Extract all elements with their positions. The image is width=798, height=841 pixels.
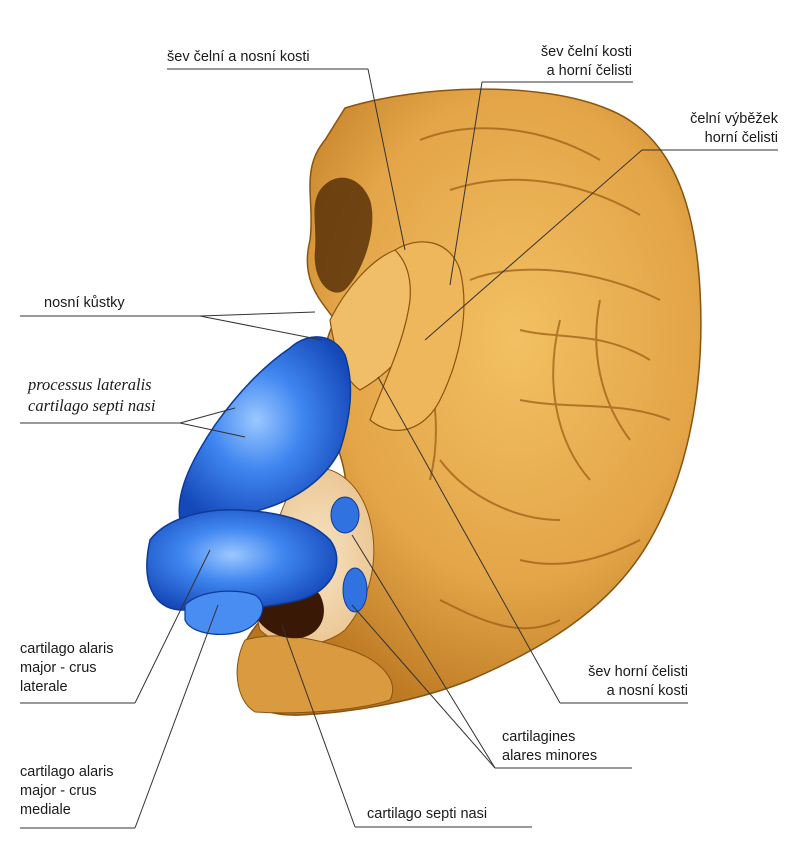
label-sev-horni-nosni: šev horní čelisti a nosní kosti bbox=[560, 663, 688, 701]
label-crus-laterale: cartilago alaris major - crus laterale bbox=[20, 640, 114, 697]
label-celni-vybezek: čelní výběžek horní čelisti bbox=[640, 110, 778, 148]
minor-alar-cartilage-2 bbox=[343, 568, 367, 612]
label-nosni-kustky: nosní kůstky bbox=[44, 294, 125, 313]
minor-alar-cartilage-1 bbox=[331, 497, 359, 533]
alar-cartilage-medial-crus bbox=[185, 591, 263, 634]
label-cartilago-septi-nasi: cartilago septi nasi bbox=[367, 805, 487, 824]
label-crus-mediale: cartilago alaris major - crus mediale bbox=[20, 763, 114, 820]
label-sev-celni-horni: šev čelní kosti a horní čelisti bbox=[480, 43, 632, 81]
label-alares-minores: cartilagines alares minores bbox=[502, 728, 597, 766]
label-processus-lateralis: processus lateralis cartilago septi nasi bbox=[28, 374, 155, 416]
label-sev-celni-nosni: šev čelní a nosní kosti bbox=[167, 48, 310, 67]
